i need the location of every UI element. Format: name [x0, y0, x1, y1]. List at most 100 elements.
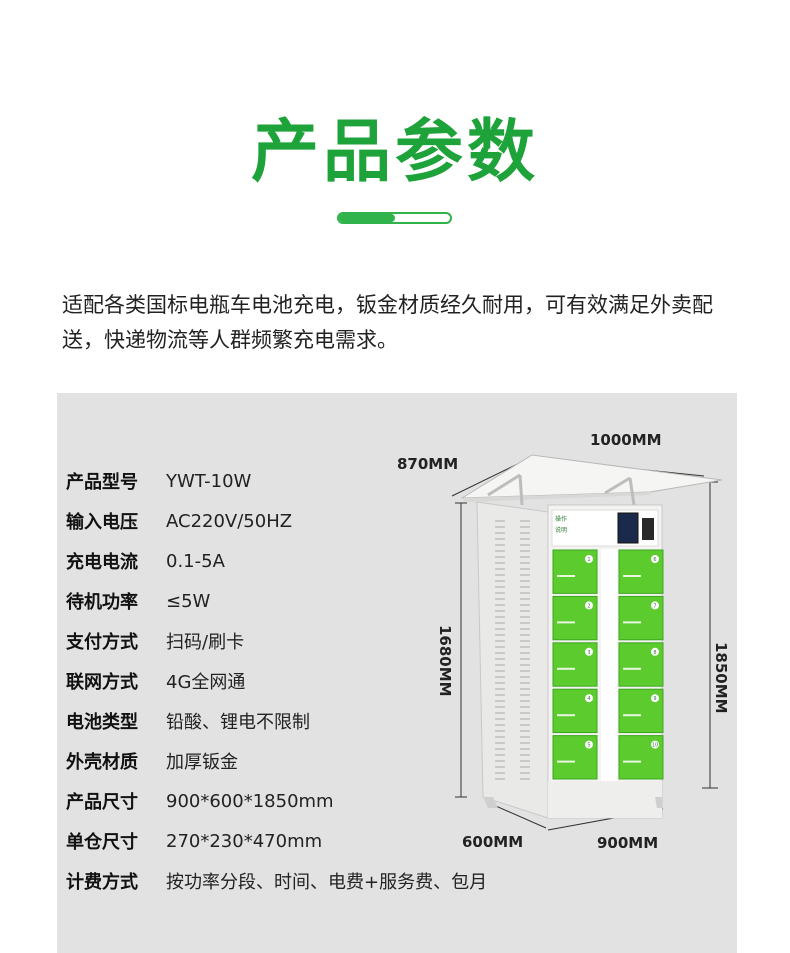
vent-slot [520, 700, 530, 702]
spec-label: 输入电压 [66, 512, 138, 533]
vent-slot [495, 730, 505, 732]
door-label-line [557, 760, 575, 763]
vent-slot [520, 724, 530, 726]
door-number: 8 [653, 650, 656, 656]
vent-slot [495, 520, 505, 522]
vent-slot [520, 532, 530, 534]
vent-slot [495, 532, 505, 534]
spec-value: 扫码/刷卡 [166, 632, 245, 653]
door-number: 4 [587, 696, 590, 702]
spec-value: 270*230*470mm [166, 830, 323, 852]
vent-slot [495, 610, 505, 612]
vent-slot [495, 712, 505, 714]
vent-slot [520, 520, 530, 522]
vent-slot [495, 538, 505, 540]
spec-value: 900*600*1850mm [166, 790, 334, 812]
vent-slot [495, 580, 505, 582]
spec-row-billing: 计费方式 按功率分段、时间、电费+服务费、包月 [66, 867, 487, 895]
door-number-badge [585, 601, 593, 610]
vent-slot [520, 604, 530, 606]
dim-body-height: 1680MM [436, 625, 454, 697]
vent-slot [520, 658, 530, 660]
spec-row-payment: 支付方式 扫码/刷卡 [66, 627, 244, 655]
door-label-line [557, 621, 575, 624]
door-number: 10 [652, 743, 658, 749]
spec-row-input-voltage: 输入电压 AC220V/50HZ [66, 507, 292, 535]
door-label-line [623, 760, 641, 763]
vent-slot [495, 766, 505, 768]
vent-slot [520, 622, 530, 624]
spec-row-model: 产品型号 YWT-10W [66, 467, 251, 495]
vent-slot [495, 574, 505, 576]
vent-slot [520, 736, 530, 738]
vent-slot [495, 652, 505, 654]
vent-slot [520, 610, 530, 612]
vent-slot [520, 598, 530, 600]
cabinet-leg [655, 797, 662, 808]
vent-slot [520, 694, 530, 696]
vent-slot [520, 730, 530, 732]
spec-value: 按功率分段、时间、电费+服务费、包月 [166, 872, 488, 893]
spec-value: ≤5W [166, 590, 211, 612]
progress-bar [337, 212, 452, 224]
vent-slot [520, 640, 530, 642]
page-title: 产品参数 [250, 113, 539, 192]
vent-slot [520, 760, 530, 762]
spec-label: 外壳材质 [66, 752, 138, 773]
vent-slot [495, 778, 505, 780]
spec-value: 4G全网通 [166, 672, 246, 693]
dim-base-width: 900MM [597, 834, 659, 852]
vent-slot [495, 694, 505, 696]
vent-slot [520, 766, 530, 768]
door-number-badge [585, 694, 593, 703]
dim-top-depth: 870MM [397, 455, 459, 473]
vent-slot [495, 688, 505, 690]
intro-text: 适配各类国标电瓶车电池充电，钣金材质经久耐用，可有效满足外卖配送，快递物流等人群… [62, 293, 713, 352]
vent-slot [495, 700, 505, 702]
vent-slot [495, 670, 505, 672]
cabinet-leg [483, 797, 498, 808]
vent-slot [495, 640, 505, 642]
vent-slot [495, 616, 505, 618]
canopy-edge [462, 492, 650, 502]
spec-label: 产品型号 [66, 472, 138, 493]
panel-label-bottom: 说明 [555, 526, 567, 534]
vent-slot [520, 712, 530, 714]
vent-slot [520, 586, 530, 588]
door-number: 5 [587, 743, 590, 749]
door-number-badge [651, 647, 659, 656]
vent-slot [520, 664, 530, 666]
vent-slot [495, 742, 505, 744]
vent-slot [520, 778, 530, 780]
progress-bar-fill [339, 214, 395, 222]
cabinet-center-strip [601, 549, 617, 781]
vent-slot [520, 688, 530, 690]
door-number-badge [651, 694, 659, 703]
spec-row-battery-type: 电池类型 铅酸、锂电不限制 [66, 707, 310, 735]
vent-slot [520, 562, 530, 564]
spec-row-standby-power: 待机功率 ≤5W [66, 587, 210, 615]
vent-slot [495, 736, 505, 738]
vent-slot [495, 724, 505, 726]
cabinet-base [548, 781, 662, 818]
dim-total-height: 1850MM [712, 642, 730, 714]
door-label-line [557, 714, 575, 717]
spec-label: 单仓尺寸 [66, 832, 138, 853]
spec-label: 产品尺寸 [66, 792, 138, 813]
locker-door [618, 688, 664, 734]
vent-slot [520, 526, 530, 528]
vent-slot [520, 592, 530, 594]
vent-slot [495, 760, 505, 762]
door-number: 2 [587, 603, 590, 609]
vent-slot [495, 586, 505, 588]
dim-top-width: 1000MM [590, 431, 662, 449]
vent-slot [495, 676, 505, 678]
vent-slot [495, 772, 505, 774]
vent-slot [520, 634, 530, 636]
vent-slot [520, 772, 530, 774]
spec-row-compartment-size: 单仓尺寸 270*230*470mm [66, 827, 322, 855]
vent-slot [495, 646, 505, 648]
spec-row-network: 联网方式 4G全网通 [66, 667, 245, 695]
door-number: 9 [653, 696, 656, 702]
